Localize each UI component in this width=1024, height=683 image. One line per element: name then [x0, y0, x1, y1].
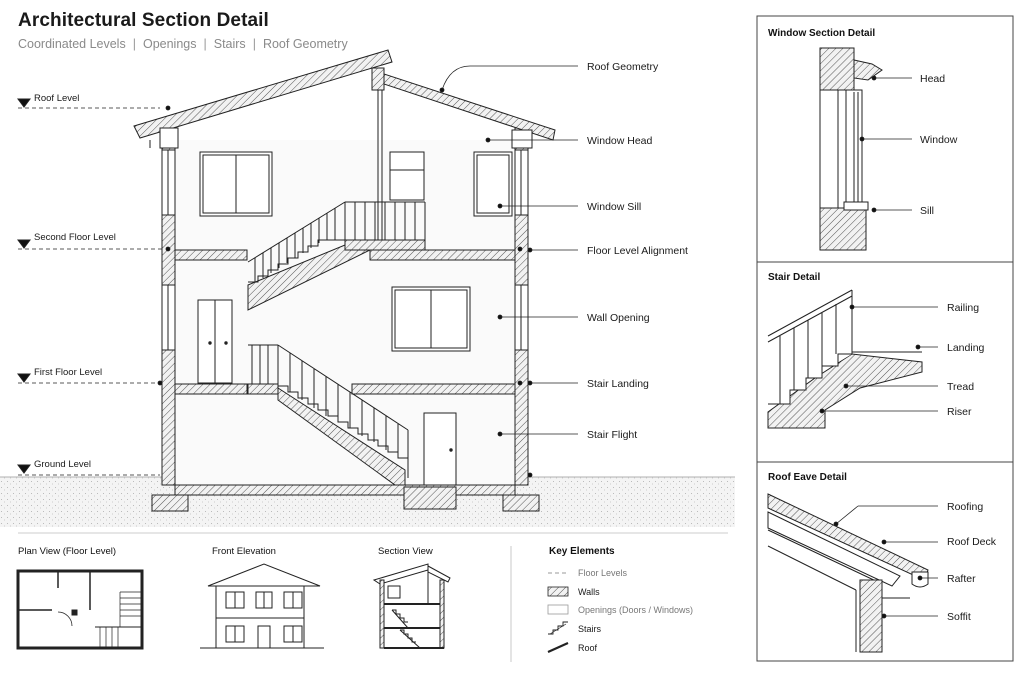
subtitle-item: Roof Geometry — [262, 37, 348, 51]
legend-swatch-openings — [547, 604, 569, 615]
section-view-title: Section View — [378, 546, 433, 557]
page-title: Architectural Section Detail — [18, 10, 269, 31]
legend-swatch-stairs — [548, 621, 568, 635]
callout-roof-geometry — [439, 65, 578, 93]
callout-label: Stair Landing — [587, 378, 649, 390]
level-marker-roof — [17, 98, 160, 109]
page-subtitle: Coordinated Levels | Openings | Stairs | Roof … — [18, 37, 348, 51]
legend: Key Elements Floor Levels Walls Openings… — [547, 546, 693, 654]
roof-eave-detail-label: Soffit — [947, 611, 971, 623]
stair-detail-label: Railing — [947, 302, 979, 314]
stair-detail-label: Riser — [947, 406, 972, 418]
legend-label: Roof — [578, 643, 598, 653]
footing — [502, 494, 540, 512]
window-second-floor-left — [199, 151, 273, 217]
legend-label: Stairs — [578, 624, 602, 634]
plan-view: Plan View (Floor Level) — [16, 546, 144, 650]
stair-detail-title: Stair Detail — [768, 272, 820, 283]
footing — [403, 486, 457, 510]
callout-stair-flight — [497, 431, 578, 437]
subtitle-item: Coordinated Levels — [18, 37, 126, 51]
stair-detail-label: Tread — [947, 381, 974, 393]
level-label: Roof Level — [34, 93, 79, 104]
window-first-floor — [391, 286, 471, 352]
roof-eave-detail-label: Roofing — [947, 501, 983, 513]
legend-label: Openings (Doors / Windows) — [578, 605, 693, 615]
lower-stair — [247, 344, 409, 486]
callout-label: Floor Level Alignment — [587, 245, 688, 257]
subtitle-item: Stairs — [213, 37, 246, 51]
first-floor-slab — [174, 383, 248, 395]
subtitle-separator: | — [203, 37, 207, 51]
callout-label: Wall Opening — [587, 312, 650, 324]
window-section-detail: Window Section Detail Head Window Sill — [768, 28, 958, 251]
window-detail-label: Sill — [920, 205, 934, 217]
legend-label: Walls — [578, 587, 600, 597]
front-elevation: Front Elevation — [200, 546, 324, 649]
front-elevation-title: Front Elevation — [212, 546, 276, 557]
roof-eave-detail-label: Rafter — [947, 573, 976, 585]
roof-eave-detail-label: Roof Deck — [947, 536, 997, 548]
window-detail-title: Window Section Detail — [768, 28, 875, 39]
door-ground-floor — [423, 412, 457, 486]
ground — [0, 476, 735, 527]
building-section — [133, 49, 556, 512]
callout-stair-landing — [527, 380, 578, 386]
level-marker-ground — [17, 464, 160, 476]
roof-eave-detail-title: Roof Eave Detail — [768, 472, 847, 483]
subtitle-separator: | — [132, 37, 136, 51]
level-label: Ground Level — [34, 459, 91, 470]
roof-eave-detail: Roof Eave Detail Roofing Roof Deck Rafte… — [767, 472, 997, 653]
upper-stair — [247, 201, 426, 311]
subtitle-separator: | — [252, 37, 256, 51]
stair-detail-label: Landing — [947, 342, 985, 354]
stair-detail: Stair Detail Railing Landing Tread Riser — [767, 272, 985, 429]
footing — [151, 494, 189, 512]
upper-stair-balusters — [254, 202, 426, 282]
window-detail-label: Window — [920, 134, 958, 146]
callout-window-sill — [497, 203, 578, 209]
level-label: First Floor Level — [34, 367, 102, 378]
legend-swatch-roof — [547, 641, 569, 654]
callout-label: Window Sill — [587, 201, 641, 213]
callout-label: Window Head — [587, 135, 653, 147]
callout-lines — [157, 65, 578, 478]
legend-swatch-walls — [547, 586, 569, 597]
door-first-floor — [197, 299, 233, 384]
door-second-floor — [389, 151, 425, 201]
detail-panels — [756, 15, 1014, 662]
callout-wall-opening — [497, 314, 578, 320]
legend-label: Floor Levels — [578, 568, 628, 578]
window-second-floor-right — [473, 151, 513, 217]
roof — [133, 49, 556, 149]
subtitle-item: Openings — [142, 37, 197, 51]
ground-slab — [174, 484, 516, 496]
window-detail-label: Head — [920, 73, 945, 85]
lower-stair-balusters — [251, 345, 399, 456]
level-label: Second Floor Level — [34, 232, 116, 243]
legend-title: Key Elements — [549, 546, 615, 557]
second-floor-slab — [174, 249, 248, 261]
callout-label: Roof Geometry — [587, 61, 659, 73]
section-view-thumbnail: Section View — [372, 546, 451, 649]
callout-window-head — [485, 137, 578, 143]
callout-floor-alignment — [527, 247, 578, 253]
plan-view-title: Plan View (Floor Level) — [18, 546, 116, 557]
callout-label: Stair Flight — [587, 429, 637, 441]
